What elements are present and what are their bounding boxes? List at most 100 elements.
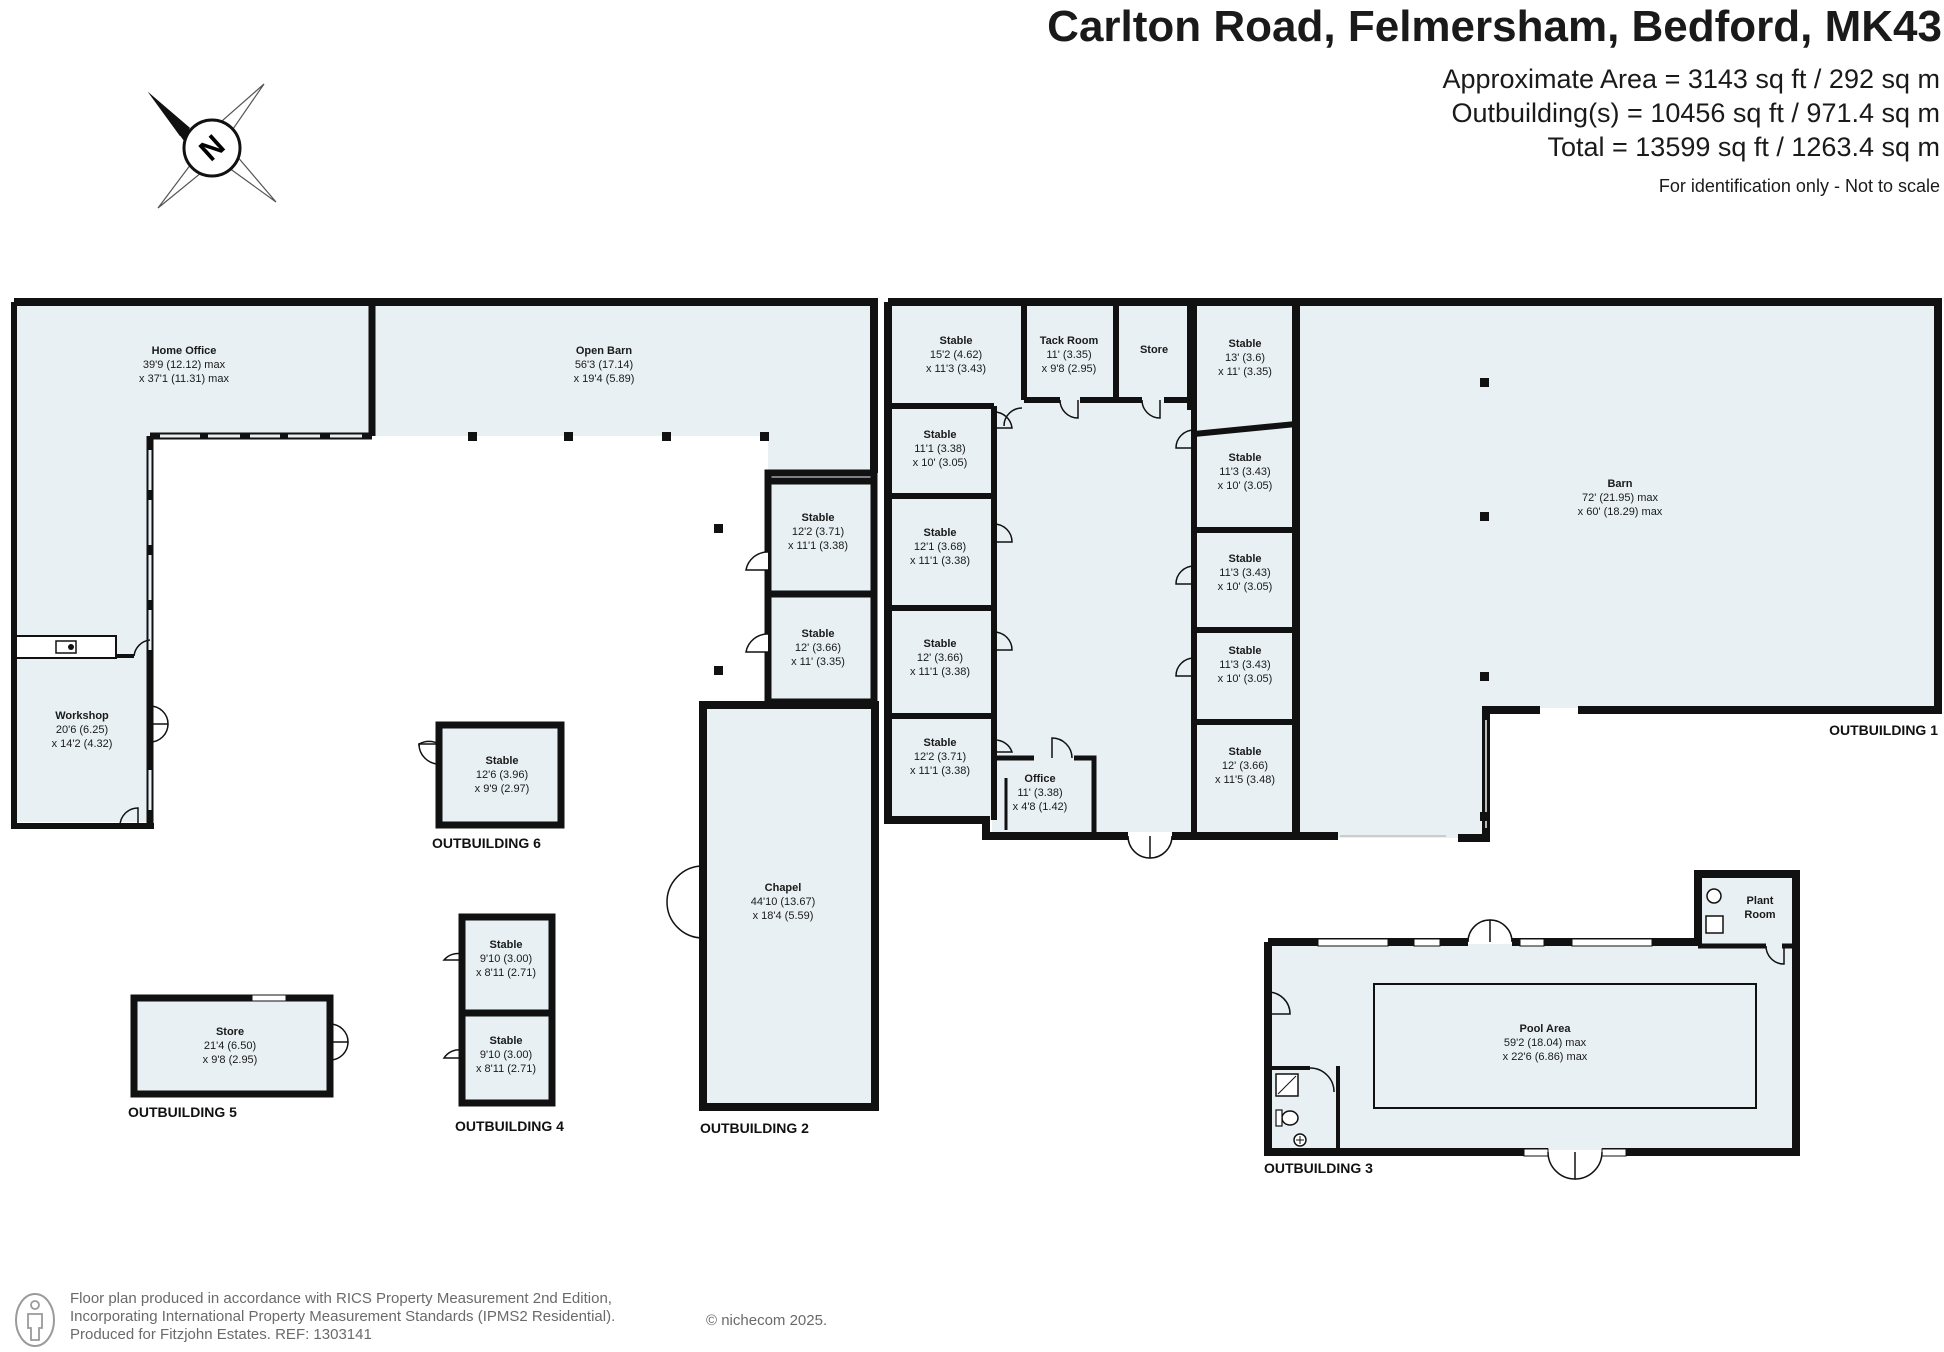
outbuilding-label: OUTBUILDING 1	[1829, 722, 1938, 738]
room-dim: 12'2 (3.71)	[792, 526, 844, 538]
outbuilding-4	[442, 913, 556, 1107]
room-stable: Stable 9'10 (3.00) x 8'11 (2.71)	[476, 939, 536, 979]
room-dim: 72' (21.95) max	[1582, 492, 1659, 504]
room-name: Stable	[1228, 338, 1261, 350]
room-dim: 12'1 (3.68)	[914, 541, 966, 553]
room-stable: Stable 11'3 (3.43) x 10' (3.05)	[1218, 645, 1273, 685]
footer-notes: Floor plan produced in accordance with R…	[70, 1290, 615, 1344]
room-stable: Stable 9'10 (3.00) x 8'11 (2.71)	[476, 1035, 536, 1075]
room-dim: x 14'2 (4.32)	[52, 738, 113, 750]
room-dim: x 8'11 (2.71)	[476, 1063, 536, 1075]
room-name: Stable	[801, 512, 834, 524]
outbuilding-label: OUTBUILDING 4	[455, 1118, 564, 1134]
room-dim: x 11' (3.35)	[791, 656, 845, 668]
room-dim: x 22'6 (6.86) max	[1503, 1051, 1588, 1063]
room-dim: x 9'9 (2.97)	[475, 783, 530, 795]
room-name: Stable	[1228, 452, 1261, 464]
room-store: Store	[1140, 344, 1168, 356]
outbuilding-label: OUTBUILDING 5	[128, 1104, 237, 1120]
room-dim: x 11'1 (3.38)	[910, 666, 970, 678]
room-name: Room	[1744, 909, 1775, 921]
room-dim: 39'9 (12.12) max	[143, 359, 226, 371]
room-dim: x 10' (3.05)	[1218, 673, 1273, 685]
room-name: Tack Room	[1040, 335, 1099, 347]
room-name: Stable	[801, 628, 834, 640]
room-chapel: Chapel 44'10 (13.67) x 18'4 (5.59)	[751, 882, 815, 922]
room-name: Stable	[923, 638, 956, 650]
room-stable: Stable 11'1 (3.38) x 10' (3.05)	[913, 429, 968, 469]
room-dim: x 11'1 (3.38)	[788, 540, 848, 552]
copyright: © nichecom 2025.	[706, 1312, 828, 1329]
room-dim: x 18'4 (5.59)	[753, 910, 814, 922]
room-open-barn: Open Barn 56'3 (17.14) x 19'4 (5.89)	[574, 345, 635, 385]
outbuilding-label: OUTBUILDING 3	[1264, 1160, 1373, 1176]
room-dim: x 4'8 (1.42)	[1013, 801, 1068, 813]
area-total: Total = 13599 sq ft / 1263.4 sq m	[1547, 132, 1940, 162]
room-dim: 11'1 (3.38)	[914, 443, 965, 455]
room-stable: Stable 12' (3.66) x 11'5 (3.48)	[1215, 746, 1275, 786]
room-name: Stable	[489, 1035, 522, 1047]
room-name: Stable	[923, 737, 956, 749]
room-dim: 12' (3.66)	[795, 642, 841, 654]
person-icon	[15, 1293, 55, 1347]
room-dim: 12'6 (3.96)	[476, 769, 528, 781]
disclaimer-note: For identification only - Not to scale	[1658, 176, 1940, 196]
room-name: Office	[1024, 773, 1055, 785]
room-dim: x 10' (3.05)	[913, 457, 968, 469]
room-dim: 12' (3.66)	[1222, 760, 1268, 772]
room-name: Stable	[923, 429, 956, 441]
footer-line: Produced for Fitzjohn Estates. REF: 1303…	[70, 1326, 372, 1343]
room-stable: Stable 13' (3.6) x 11' (3.35)	[1218, 338, 1272, 378]
room-stable: Stable 12'6 (3.96) x 9'9 (2.97)	[475, 755, 530, 795]
room-dim: 12'2 (3.71)	[914, 751, 966, 763]
room-dim: 9'10 (3.00)	[480, 953, 532, 965]
room-home-office: Home Office 39'9 (12.12) max x 37'1 (11.…	[139, 345, 229, 385]
room-dim: x 11'5 (3.48)	[1215, 774, 1275, 786]
footer-line: Incorporating International Property Mea…	[70, 1308, 616, 1325]
room-dim: 9'10 (3.00)	[480, 1049, 532, 1061]
room-dim: 11' (3.35)	[1046, 349, 1091, 361]
room-stable: Stable 12' (3.66) x 11'1 (3.38)	[910, 638, 970, 678]
room-name: Stable	[1228, 746, 1261, 758]
main-building	[11, 298, 879, 1111]
room-dim: 11'3 (3.43)	[1219, 567, 1270, 579]
room-dim: x 11' (3.35)	[1218, 366, 1272, 378]
room-dim: 59'2 (18.04) max	[1504, 1037, 1587, 1049]
room-dim: x 11'3 (3.43)	[926, 363, 986, 375]
room-dim: 21'4 (6.50)	[204, 1040, 256, 1052]
room-dim: x 37'1 (11.31) max	[139, 373, 229, 385]
room-stable: Stable 11'3 (3.43) x 10' (3.05)	[1218, 553, 1273, 593]
room-name: Stable	[923, 527, 956, 539]
room-stable: Stable 11'3 (3.43) x 10' (3.05)	[1218, 452, 1273, 492]
room-name: Stable	[485, 755, 518, 767]
room-name: Stable	[1228, 553, 1261, 565]
outbuilding-5	[130, 994, 349, 1098]
room-office: Office 11' (3.38) x 4'8 (1.42)	[1013, 773, 1068, 813]
room-plant-room: Plant Room	[1744, 895, 1775, 921]
room-dim: 56'3 (17.14)	[575, 359, 633, 371]
room-dim: x 8'11 (2.71)	[476, 967, 536, 979]
room-name: Stable	[489, 939, 522, 951]
room-name: Workshop	[55, 710, 109, 722]
room-name: Plant	[1747, 895, 1774, 907]
room-store: Store 21'4 (6.50) x 9'8 (2.95)	[203, 1026, 258, 1066]
page-title: Carlton Road, Felmersham, Bedford, MK43	[1047, 2, 1942, 51]
room-dim: 44'10 (13.67)	[751, 896, 815, 908]
room-dim: x 10' (3.05)	[1218, 480, 1273, 492]
room-workshop: Workshop 20'6 (6.25) x 14'2 (4.32)	[52, 710, 113, 750]
room-dim: x 9'8 (2.95)	[1042, 363, 1097, 375]
area-outbuildings: Outbuilding(s) = 10456 sq ft / 971.4 sq …	[1451, 98, 1940, 128]
room-stable: Stable 12'2 (3.71) x 11'1 (3.38)	[788, 512, 848, 552]
room-tack-room: Tack Room 11' (3.35) x 9'8 (2.95)	[1040, 335, 1099, 375]
room-barn: Barn 72' (21.95) max x 60' (18.29) max	[1578, 478, 1663, 518]
room-name: Stable	[1228, 645, 1261, 657]
room-dim: 11'3 (3.43)	[1219, 466, 1270, 478]
outbuilding-label: OUTBUILDING 2	[700, 1120, 809, 1136]
room-name: Pool Area	[1520, 1023, 1572, 1035]
room-stable: Stable 15'2 (4.62) x 11'3 (3.43)	[926, 335, 986, 375]
room-name: Store	[216, 1026, 244, 1038]
room-dim: x 9'8 (2.95)	[203, 1054, 258, 1066]
outbuilding-6	[418, 721, 565, 829]
room-name: Home Office	[152, 345, 217, 357]
